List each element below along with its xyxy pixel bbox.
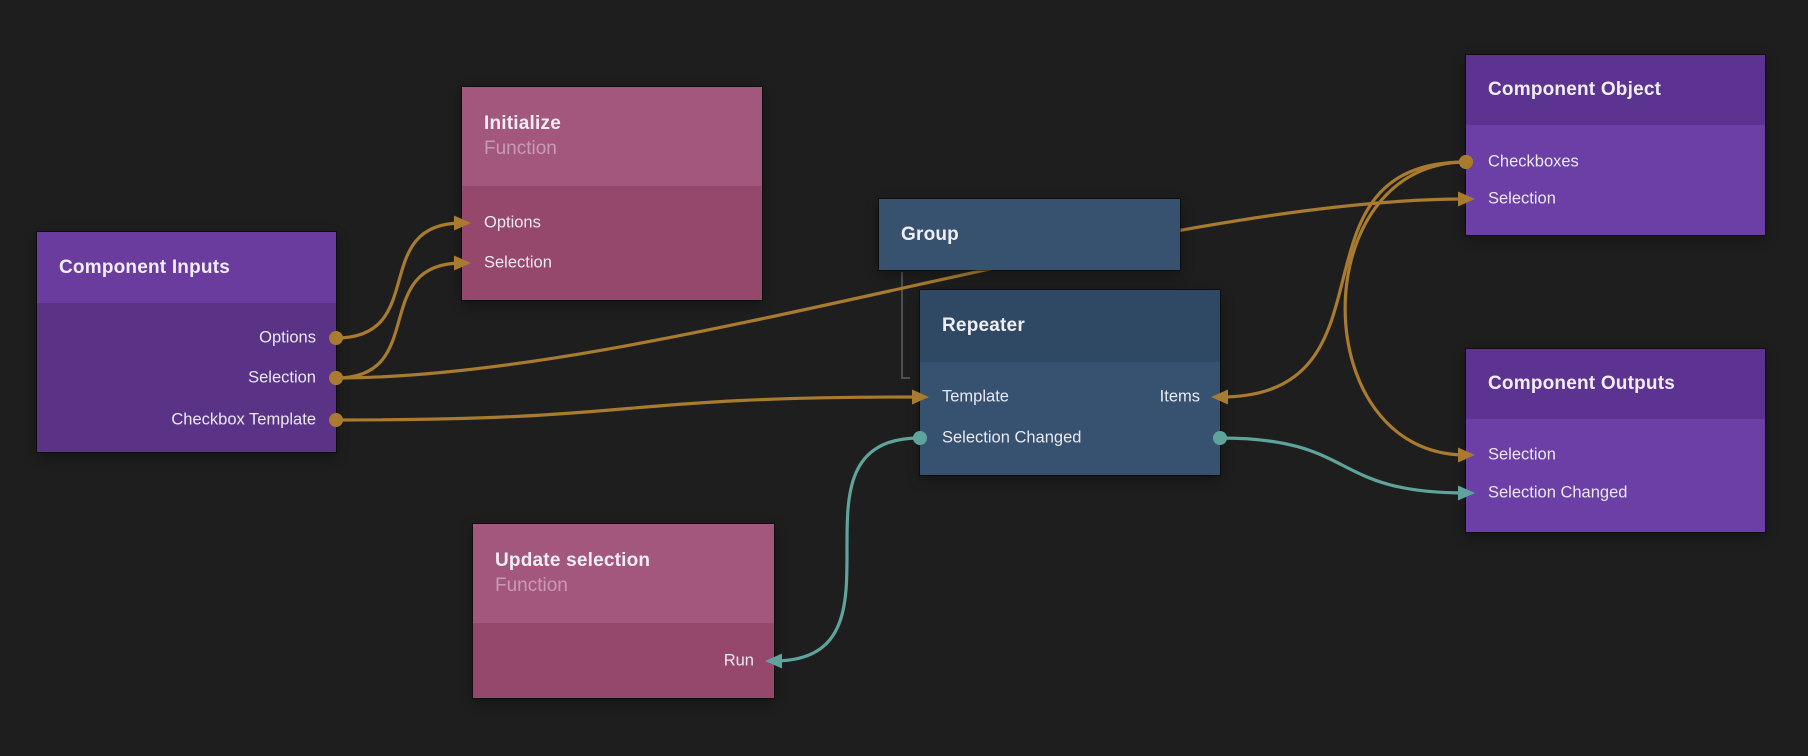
node-initialize-subtitle: Function xyxy=(484,137,557,159)
port-component-outputs-selection-changed[interactable]: Selection Changed xyxy=(1488,483,1628,502)
port-component-object-checkboxes[interactable]: Checkboxes xyxy=(1488,152,1579,171)
port-component-inputs-selection[interactable]: Selection xyxy=(248,368,316,387)
node-component-object-title: Component Object xyxy=(1488,79,1662,100)
node-repeater-header[interactable]: Repeater xyxy=(920,290,1220,362)
node-component-object-header[interactable]: Component Object xyxy=(1466,55,1765,125)
port-component-inputs-checkbox-template[interactable]: Checkbox Template xyxy=(171,410,316,429)
port-component-outputs-selection[interactable]: Selection xyxy=(1488,445,1556,464)
wire-repeater-selectionchanged-to-update-run[interactable] xyxy=(772,436,922,663)
node-group-header[interactable]: Group xyxy=(879,199,1180,270)
node-repeater-title: Repeater xyxy=(942,315,1025,336)
wire-ci-options-to-initialize-options[interactable] xyxy=(334,221,464,340)
port-repeater-template[interactable]: Template xyxy=(942,387,1009,406)
node-component-inputs-header[interactable]: Component Inputs xyxy=(37,232,336,303)
port-initialize-selection[interactable]: Selection xyxy=(484,253,552,272)
node-component-inputs-title: Component Inputs xyxy=(59,256,231,278)
node-group[interactable]: Group xyxy=(879,199,1180,270)
node-initialize-title: Initialize xyxy=(484,112,561,134)
port-component-object-selection[interactable]: Selection xyxy=(1488,189,1556,208)
wire-object-checkboxes-to-repeater-items[interactable] xyxy=(1218,160,1468,399)
port-initialize-options[interactable]: Options xyxy=(484,213,541,232)
wire-repeater-selectionchanged-to-outputs-selectionchanged[interactable] xyxy=(1218,436,1468,495)
port-component-inputs-options[interactable]: Options xyxy=(259,328,316,347)
node-update-selection-title: Update selection xyxy=(495,549,651,571)
port-repeater-selection-changed[interactable]: Selection Changed xyxy=(942,428,1082,447)
wire-ci-checkboxtemplate-to-repeater-template[interactable] xyxy=(334,395,922,422)
port-repeater-items[interactable]: Items xyxy=(1159,387,1200,406)
node-component-outputs-header[interactable]: Component Outputs xyxy=(1466,349,1765,419)
wire-ci-selection-to-initialize-selection[interactable] xyxy=(334,261,464,380)
node-group-title: Group xyxy=(901,223,959,245)
node-component-outputs-title: Component Outputs xyxy=(1488,373,1676,394)
wire-object-checkboxes-to-outputs-selection[interactable] xyxy=(1343,160,1468,457)
hierarchy-edge-group-to-repeater xyxy=(901,272,910,379)
port-update-selection-run[interactable]: Run xyxy=(723,651,754,670)
node-update-selection-subtitle: Function xyxy=(495,574,568,596)
